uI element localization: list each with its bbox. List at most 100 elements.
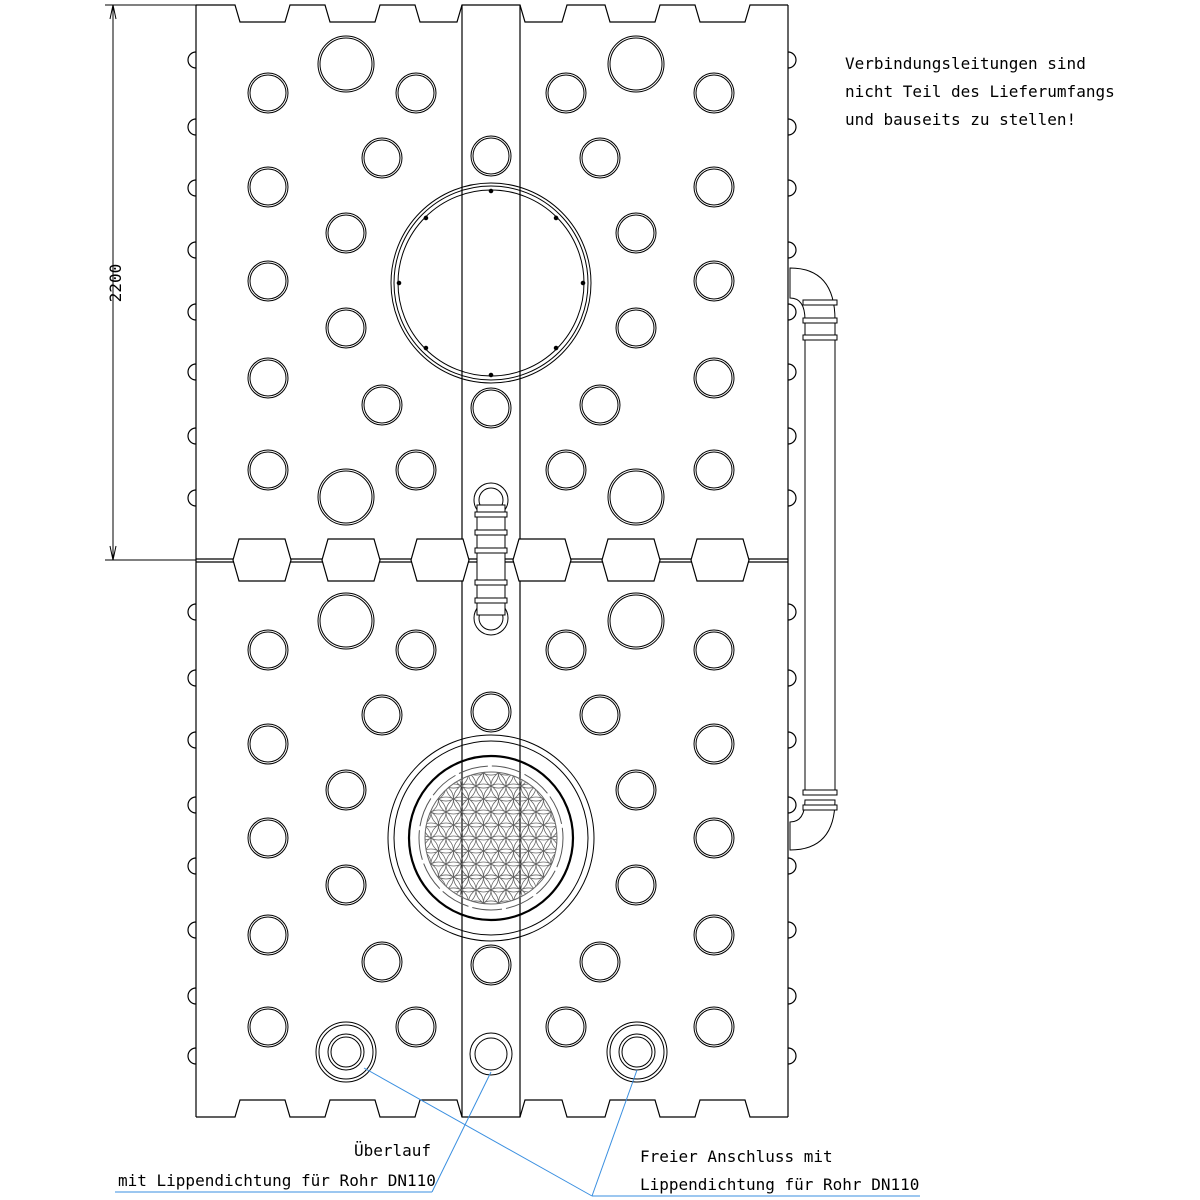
hole-inner (319, 37, 373, 91)
hole-inner (581, 696, 619, 734)
side-bump (787, 921, 797, 939)
cover-ring (407, 754, 575, 922)
manhole-cover-top (390, 182, 592, 384)
hole (693, 1006, 735, 1048)
hole-inner (319, 470, 373, 524)
pipe-elbow-bottom (789, 799, 836, 851)
cover-ring-dashed (418, 765, 564, 911)
hole-inner (617, 214, 655, 252)
dimension-line (105, 4, 196, 561)
hole-inner (327, 866, 365, 904)
flower-of-life (425, 772, 557, 904)
side-bump (787, 1047, 797, 1065)
side-bump (187, 857, 197, 875)
hole-inner (327, 309, 365, 347)
leader-overflow (431, 1071, 492, 1193)
leader-free-left (363, 1067, 593, 1197)
connection-port (606, 1021, 668, 1083)
hole-inner (363, 386, 401, 424)
hole-inner (249, 631, 287, 669)
flower-circle (490, 772, 522, 776)
hole (615, 769, 657, 811)
side-bump (187, 731, 197, 749)
side-bump (787, 796, 797, 814)
hole-inner (581, 386, 619, 424)
side-bump (787, 669, 797, 687)
hole (325, 307, 367, 349)
overflow-port (469, 1032, 513, 1076)
hole (247, 166, 289, 208)
hole-inner (472, 137, 510, 175)
hole (615, 864, 657, 906)
hole-inner (327, 771, 365, 809)
free-connection-detail: Lippendichtung für Rohr DN110 (640, 1175, 919, 1194)
bottom-edge (196, 1099, 788, 1118)
flower-circle (430, 874, 462, 904)
hole (361, 384, 403, 426)
pipe-coupling (474, 511, 508, 518)
connection-port (318, 1024, 374, 1080)
bolt (488, 188, 494, 194)
hole-inner (547, 74, 585, 112)
note-line-2: nicht Teil des Lieferumfangs (845, 82, 1115, 101)
side-bump (187, 669, 197, 687)
hole-inner (547, 631, 585, 669)
leader-free-right (591, 1069, 638, 1197)
hole (247, 817, 289, 859)
flower-circle (475, 900, 507, 904)
hole-inner (397, 74, 435, 112)
hole (247, 914, 289, 956)
hole (247, 357, 289, 399)
hole-inner (397, 451, 435, 489)
cover-ring (387, 734, 595, 942)
hole (607, 468, 665, 526)
side-bump (787, 489, 797, 507)
pipe-elbow-top (789, 267, 836, 321)
hole-inner (695, 1008, 733, 1046)
hole (470, 691, 512, 733)
side-bump (187, 241, 197, 259)
bolt (580, 280, 586, 286)
pipe-coupling (474, 597, 508, 604)
bolt (488, 372, 494, 378)
hole-inner (695, 451, 733, 489)
hole (317, 35, 375, 93)
center-pipe (476, 504, 506, 616)
hole (545, 1006, 587, 1048)
connection-port (330, 1036, 362, 1068)
side-bump (187, 1047, 197, 1065)
side-bump (187, 987, 197, 1005)
hole-inner (695, 359, 733, 397)
hole-inner (249, 74, 287, 112)
side-bump (187, 363, 197, 381)
side-bump (787, 363, 797, 381)
hole (545, 629, 587, 671)
hole-inner (397, 1008, 435, 1046)
hole-inner (363, 943, 401, 981)
flower-circle (425, 822, 432, 854)
pipe-coupling (802, 334, 838, 341)
hole-inner (363, 139, 401, 177)
side-bump (787, 731, 797, 749)
hole (395, 72, 437, 114)
hole (693, 629, 735, 671)
hole (395, 629, 437, 671)
hole-inner (617, 771, 655, 809)
hole (693, 449, 735, 491)
hole-inner (617, 309, 655, 347)
hole-inner (609, 37, 663, 91)
joint-hexagon (512, 538, 572, 582)
hole (470, 387, 512, 429)
side-bump (787, 857, 797, 875)
hole-inner (581, 139, 619, 177)
pipe-coupling (474, 547, 508, 554)
side-bump (787, 118, 797, 136)
hole (361, 694, 403, 736)
hole (361, 941, 403, 983)
hole (247, 72, 289, 114)
connection-port (327, 1033, 365, 1071)
hole (247, 260, 289, 302)
hole-inner (327, 214, 365, 252)
